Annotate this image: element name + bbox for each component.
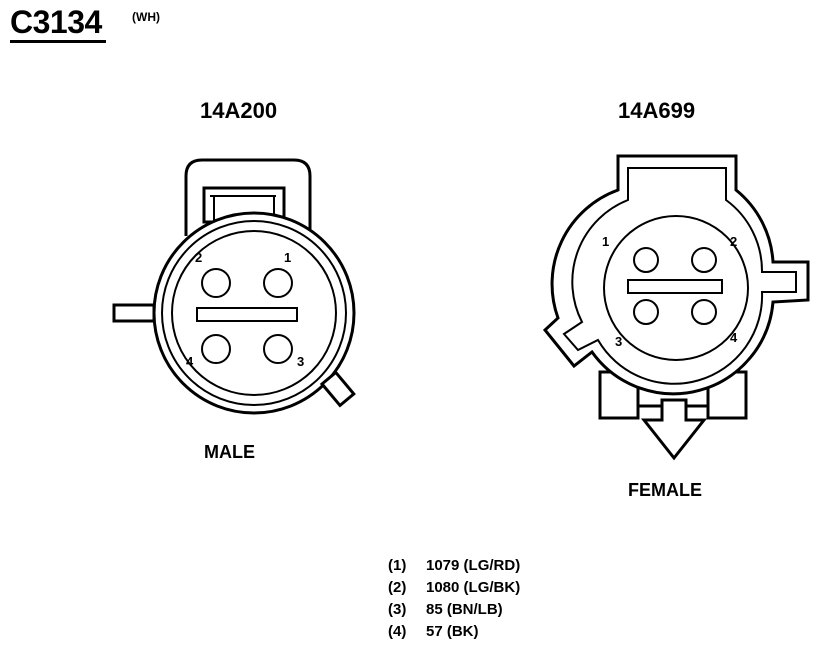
female-pin-label-3: 3 xyxy=(615,334,622,349)
male-inner-ring xyxy=(161,220,347,406)
male-part-number: 14A200 xyxy=(200,98,278,123)
legend-circuit: 57 (BK) xyxy=(426,623,479,640)
male-label: MALE xyxy=(204,442,255,462)
male-pin-4 xyxy=(201,334,231,364)
legend-pos: (1) xyxy=(388,557,407,574)
female-pin-2 xyxy=(691,247,717,273)
legend-pos: (4) xyxy=(388,623,407,640)
legend-row: (2) 1080 (LG/BK) xyxy=(388,577,520,599)
male-pin-2 xyxy=(201,268,231,298)
female-pin-label-4: 4 xyxy=(730,330,738,345)
female-part-number: 14A699 xyxy=(618,98,696,123)
male-pin-label-3: 3 xyxy=(297,354,304,369)
male-pin-3 xyxy=(263,334,293,364)
female-arrow xyxy=(640,398,708,461)
male-pin-1 xyxy=(263,268,293,298)
legend-circuit: 1080 (LG/BK) xyxy=(426,579,521,596)
female-center-bar xyxy=(627,279,723,294)
legend-circuit: 85 (BN/LB) xyxy=(426,601,503,618)
male-connector xyxy=(112,158,356,415)
female-label: FEMALE xyxy=(628,480,702,500)
female-connector xyxy=(542,154,810,461)
male-pin-label-2: 2 xyxy=(195,250,202,265)
female-inner-housing xyxy=(562,167,797,385)
legend-row: (1) 1079 (LG/RD) xyxy=(388,555,520,577)
female-outer-housing xyxy=(542,154,810,396)
circuit-legend: (1) 1079 (LG/RD) (2) 1080 (LG/BK) (3) 85… xyxy=(388,555,520,643)
male-center-bar xyxy=(196,307,298,322)
male-latch-housing xyxy=(184,158,312,236)
female-pin-3 xyxy=(633,299,659,325)
legend-pos: (3) xyxy=(388,601,407,618)
legend-pos: (2) xyxy=(388,579,407,596)
male-pin-label-4: 4 xyxy=(186,354,194,369)
male-right-key xyxy=(319,370,356,408)
connector-color-code: (WH) xyxy=(132,10,160,24)
female-pin-label-1: 1 xyxy=(602,234,609,249)
female-pin-label-2: 2 xyxy=(730,234,737,249)
legend-circuit: 1079 (LG/RD) xyxy=(426,557,521,574)
legend-row: (3) 85 (BN/LB) xyxy=(388,599,520,621)
female-pin-1 xyxy=(633,247,659,273)
connector-id: C3134 xyxy=(10,4,106,43)
female-pin-4 xyxy=(691,299,717,325)
male-face xyxy=(171,230,337,396)
female-face xyxy=(603,215,749,361)
male-left-key xyxy=(112,303,156,323)
male-pin-label-1: 1 xyxy=(284,250,291,265)
legend-row: (4) 57 (BK) xyxy=(388,621,520,643)
